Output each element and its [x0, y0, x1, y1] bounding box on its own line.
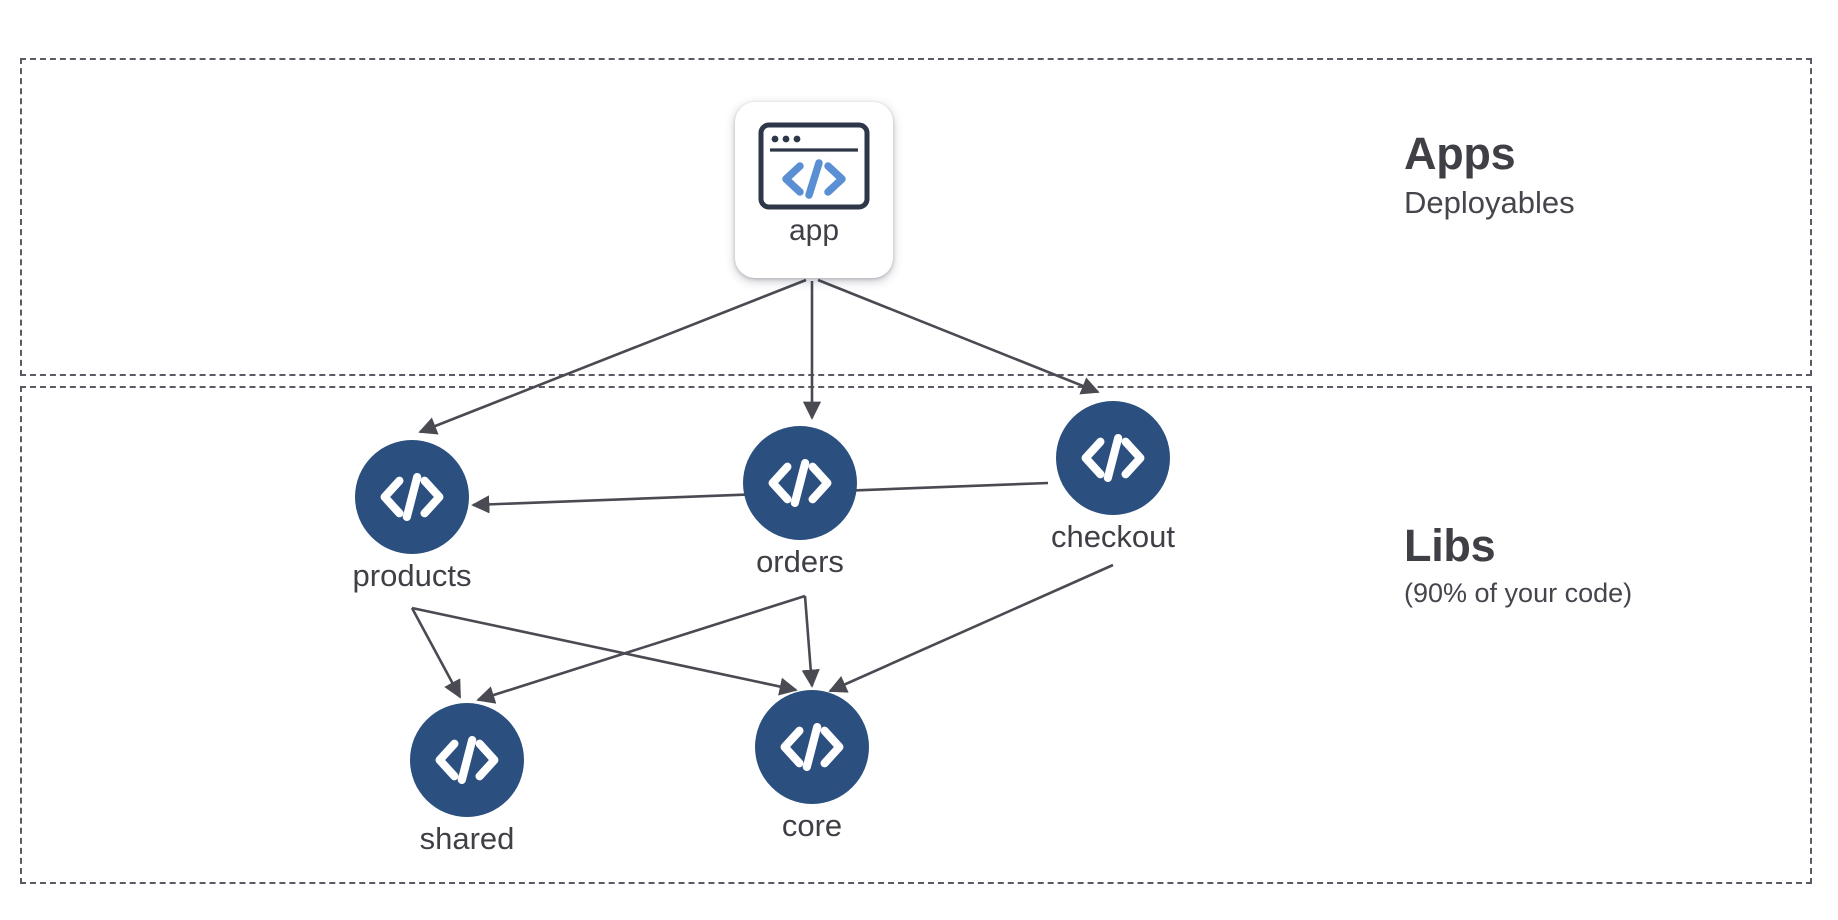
- node-products-label: products: [352, 558, 472, 593]
- shared-circle: [410, 703, 524, 817]
- region-apps-caption: Apps Deployables: [1404, 128, 1575, 220]
- region-libs-caption: Libs (90% of your code): [1404, 520, 1632, 609]
- code-brackets-icon: [780, 722, 844, 772]
- region-apps-title: Apps: [1404, 128, 1516, 179]
- code-brackets-icon: [380, 472, 444, 522]
- node-checkout-label: checkout: [1050, 519, 1176, 554]
- region-libs-title: Libs: [1404, 520, 1496, 571]
- node-app[interactable]: app: [735, 102, 893, 278]
- core-circle: [755, 690, 869, 804]
- code-brackets-icon: [435, 735, 499, 785]
- code-brackets-icon: [1081, 433, 1145, 483]
- region-apps-subtitle: Deployables: [1404, 184, 1575, 220]
- products-circle: [355, 440, 469, 554]
- orders-circle: [743, 426, 857, 540]
- node-shared-label: shared: [419, 821, 515, 856]
- node-shared[interactable]: shared: [346, 703, 588, 854]
- browser-code-icon: [758, 122, 870, 210]
- node-app-label: app: [788, 214, 840, 247]
- node-checkout[interactable]: checkout: [992, 401, 1234, 552]
- checkout-circle: [1056, 401, 1170, 515]
- region-libs-subtitle: (90% of your code): [1404, 577, 1633, 608]
- node-core-label: core: [781, 808, 843, 843]
- node-orders[interactable]: orders: [679, 426, 921, 577]
- code-brackets-icon: [768, 458, 832, 508]
- node-orders-label: orders: [756, 544, 844, 579]
- node-core[interactable]: core: [691, 690, 933, 841]
- node-products[interactable]: products: [291, 440, 533, 591]
